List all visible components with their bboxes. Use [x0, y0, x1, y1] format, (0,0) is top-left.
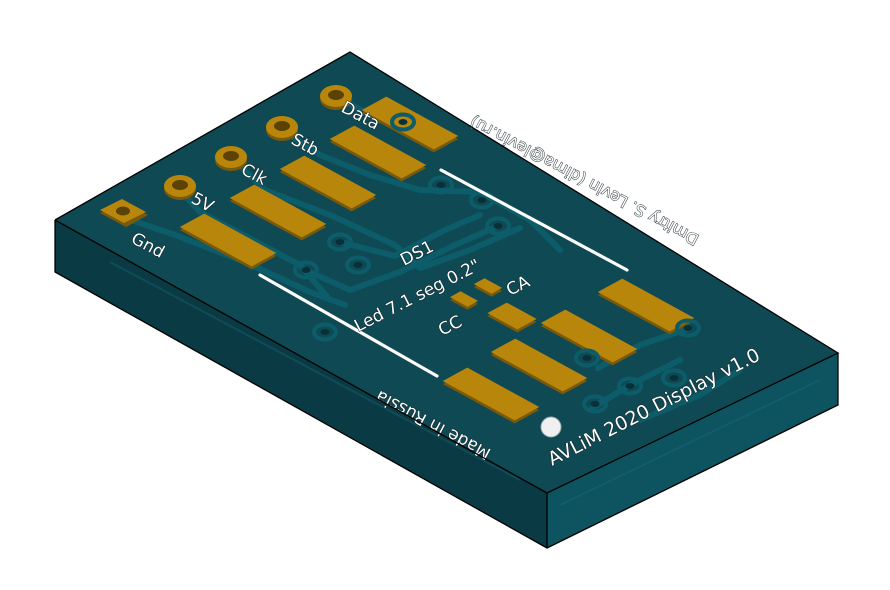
pin1-marker	[540, 416, 562, 438]
pad-round-4	[320, 85, 352, 110]
via-1	[390, 112, 416, 132]
smd-pad-ca	[474, 278, 502, 297]
smd-pad-lower-1	[442, 367, 540, 424]
pad-round-2	[215, 146, 247, 171]
smd-pad-common	[487, 302, 537, 333]
board-outline	[54, 51, 840, 549]
smd-pad-cc	[450, 291, 478, 310]
silkscreen-lines	[258, 168, 629, 378]
smd-pad-upper-4	[329, 125, 427, 182]
via-11	[617, 376, 643, 396]
via-2	[428, 175, 454, 195]
via-4	[485, 216, 511, 236]
via-5	[293, 260, 319, 280]
via-9	[675, 318, 701, 338]
via-8	[312, 322, 338, 342]
silk-line-bottom	[258, 273, 439, 378]
board-side-left	[55, 220, 547, 548]
smd-pad-lower-4	[597, 278, 695, 335]
smd-pad-upper-2	[229, 184, 327, 241]
pad-square-gnd	[100, 199, 148, 227]
smd-pad-array	[179, 96, 695, 424]
side-reflections	[109, 261, 821, 506]
smd-pad-lower-3	[540, 309, 638, 366]
smd-pad-lower-2	[490, 338, 588, 395]
smd-pad-upper-3	[279, 155, 377, 212]
via-7	[345, 255, 371, 275]
via-10	[661, 368, 687, 388]
pad-round-1	[164, 175, 196, 200]
via-13	[574, 348, 600, 368]
via-6	[327, 232, 353, 252]
pad-round-3	[266, 116, 298, 141]
header-pads	[100, 85, 352, 227]
board-side-front	[547, 353, 838, 548]
smd-pad-upper-1	[179, 213, 277, 270]
via-12	[582, 394, 608, 414]
silk-line-top	[439, 168, 629, 272]
